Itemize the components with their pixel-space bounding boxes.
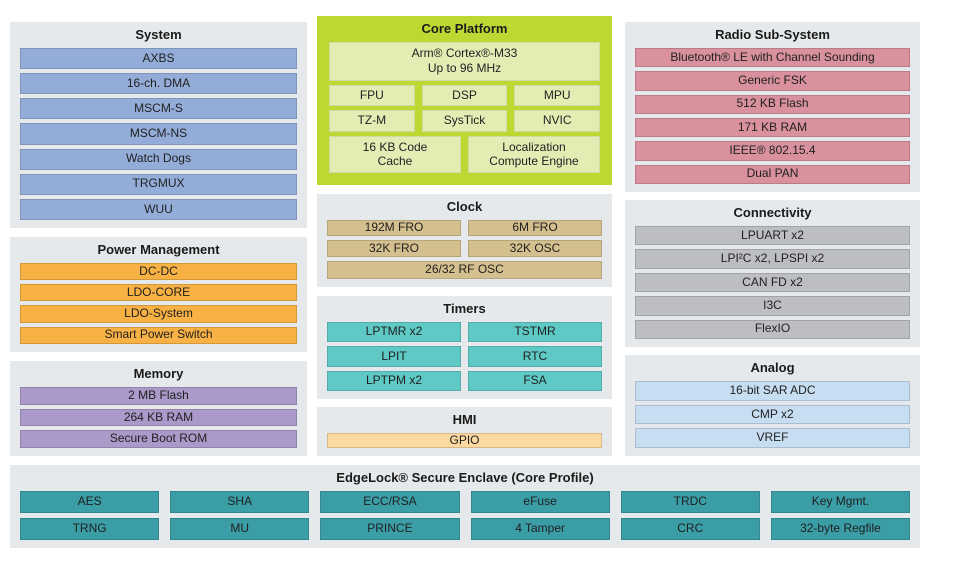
core-platform-panel: Core Platform Arm® Cortex®-M33 Up to 96 … — [317, 16, 612, 185]
cell-nvic: NVIC — [514, 110, 601, 133]
cell-watch-dogs: Watch Dogs — [20, 148, 297, 170]
cell-wuu: WUU — [20, 198, 297, 221]
cell-dc-dc: DC-DC — [20, 262, 297, 281]
cell-gpio: GPIO — [327, 432, 602, 448]
hmi-panel: HMI GPIO — [317, 407, 612, 456]
cell-mu: MU — [170, 517, 310, 540]
cell-ldo-system: LDO-System — [20, 305, 297, 323]
cell-flexio: FlexIO — [635, 319, 910, 339]
radio-subsystem-title: Radio Sub-System — [715, 27, 830, 42]
edgelock-panel: EdgeLock® Secure Enclave (Core Profile) … — [10, 465, 920, 548]
cell-512kb-flash: 512 KB Flash — [635, 94, 910, 114]
cell-rtc: RTC — [468, 346, 602, 367]
cell-dual-pan: Dual PAN — [635, 164, 910, 184]
cell-trdc: TRDC — [620, 490, 760, 513]
core-platform-title: Core Platform — [421, 21, 508, 36]
cell-fsa: FSA — [468, 370, 602, 392]
cell-264kb-ram: 264 KB RAM — [20, 408, 297, 427]
cell-fpu: FPU — [329, 84, 415, 107]
cell-secure-boot-rom: Secure Boot ROM — [20, 430, 297, 448]
cell-lpi2c-lpspi: LPI²C x2, LPSPI x2 — [635, 249, 910, 269]
cell-trng: TRNG — [20, 517, 160, 540]
cell-192m-fro: 192M FRO — [327, 219, 461, 237]
clock-panel: Clock 192M FRO 6M FRO 32K FRO 32K OSC 26… — [317, 194, 612, 287]
analog-panel: Analog 16-bit SAR ADC CMP x2 VREF — [625, 355, 920, 456]
power-management-panel: Power Management DC-DC LDO-CORE LDO-Syst… — [10, 237, 307, 352]
power-management-title: Power Management — [97, 242, 220, 257]
cell-aes: AES — [20, 490, 160, 513]
cell-crc: CRC — [620, 517, 760, 540]
cpu-name: Arm® Cortex®-M33 — [411, 46, 518, 61]
cell-code-cache: 16 KB Code Cache — [329, 136, 461, 173]
cell-ieee-802154: IEEE® 802.15.4 — [635, 141, 910, 161]
cell-trgmux: TRGMUX — [20, 173, 297, 195]
cell-lpuart: LPUART x2 — [635, 225, 910, 246]
cell-4-tamper: 4 Tamper — [470, 517, 610, 540]
cell-ecc-rsa: ECC/RSA — [320, 490, 460, 513]
cell-cmp: CMP x2 — [635, 404, 910, 425]
cell-32k-fro: 32K FRO — [327, 240, 461, 257]
cell-can-fd: CAN FD x2 — [635, 272, 910, 293]
cell-sha: SHA — [170, 490, 310, 513]
cell-vref: VREF — [635, 428, 910, 448]
analog-title: Analog — [750, 360, 795, 375]
memory-title: Memory — [133, 366, 184, 381]
connectivity-panel: Connectivity LPUART x2 LPI²C x2, LPSPI x… — [625, 200, 920, 347]
connectivity-title: Connectivity — [733, 205, 812, 220]
cell-tstmr: TSTMR — [468, 321, 602, 343]
cell-mscm-s: MSCM-S — [20, 98, 297, 120]
edgelock-title: EdgeLock® Secure Enclave (Core Profile) — [336, 470, 594, 485]
cell-axbs: AXBS — [20, 47, 297, 70]
cell-tz-m: TZ-M — [329, 110, 415, 133]
cell-16ch-dma: 16-ch. DMA — [20, 73, 297, 95]
cell-systick: SysTick — [421, 110, 508, 133]
cell-generic-fsk: Generic FSK — [635, 71, 910, 91]
cell-i3c: I3C — [635, 296, 910, 316]
cell-lptpm: LPTPM x2 — [327, 370, 461, 392]
cell-mpu: MPU — [514, 84, 601, 107]
timers-panel: Timers LPTMR x2 TSTMR LPIT RTC LPTPM x2 … — [317, 296, 612, 399]
cell-32byte-regfile: 32-byte Regfile — [770, 517, 911, 540]
cell-6m-fro: 6M FRO — [468, 219, 602, 237]
cell-2mb-flash: 2 MB Flash — [20, 386, 297, 405]
clock-title: Clock — [446, 199, 483, 214]
cell-bluetooth-le: Bluetooth® LE with Channel Sounding — [635, 47, 910, 68]
system-panel: System AXBS 16-ch. DMA MSCM-S MSCM-NS Wa… — [10, 22, 307, 228]
cpu-speed: Up to 96 MHz — [427, 60, 502, 75]
cell-efuse: eFuse — [470, 490, 610, 513]
cell-smart-power-switch: Smart Power Switch — [20, 326, 297, 344]
cell-mscm-ns: MSCM-NS — [20, 123, 297, 145]
cell-key-mgmt: Key Mgmt. — [770, 490, 911, 513]
timers-title: Timers — [443, 301, 486, 316]
cell-localization-compute-engine: Localization Compute Engine — [468, 136, 600, 173]
cell-sar-adc: 16-bit SAR ADC — [635, 380, 910, 401]
cell-dsp: DSP — [421, 84, 508, 107]
cell-rf-osc: 26/32 RF OSC — [327, 260, 602, 280]
cell-cortex-m33: Arm® Cortex®-M33 Up to 96 MHz — [329, 41, 600, 81]
cell-lptmr: LPTMR x2 — [327, 321, 461, 343]
cell-lpit: LPIT — [327, 346, 461, 367]
hmi-title: HMI — [452, 412, 477, 427]
memory-panel: Memory 2 MB Flash 264 KB RAM Secure Boot… — [10, 361, 307, 456]
cell-ldo-core: LDO-CORE — [20, 284, 297, 302]
cell-prince: PRINCE — [320, 517, 460, 540]
cell-32k-osc: 32K OSC — [468, 240, 602, 257]
system-title: System — [135, 27, 182, 42]
cell-171kb-ram: 171 KB RAM — [635, 117, 910, 138]
radio-subsystem-panel: Radio Sub-System Bluetooth® LE with Chan… — [625, 22, 920, 192]
